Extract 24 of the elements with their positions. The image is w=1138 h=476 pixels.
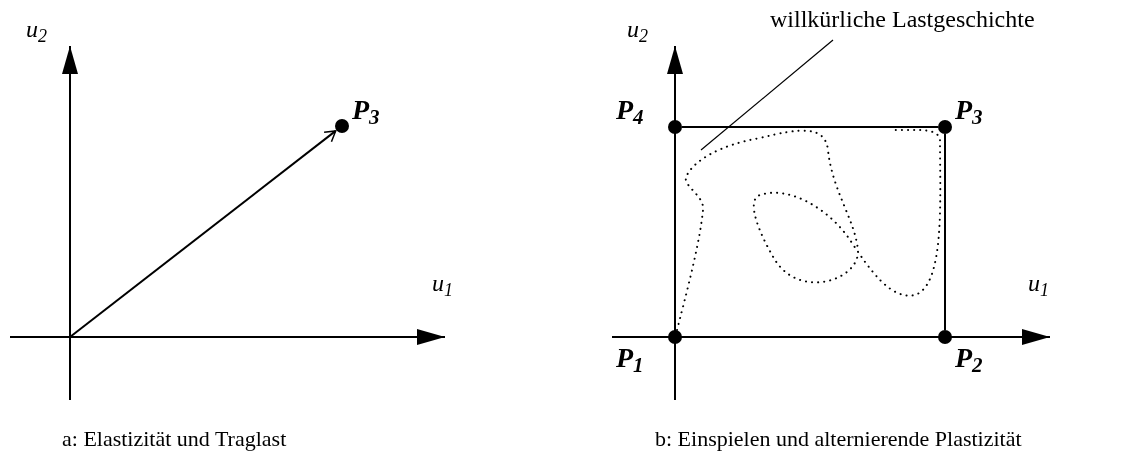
axis-label: u$_{2}$ (627, 15, 648, 44)
point-label: P$_{2}$ (955, 344, 983, 372)
line (681, 126, 939, 128)
callout-text: willkürliche Lastgeschichte (770, 5, 1035, 34)
panel-caption: b: Einspielen und alternierende Plastizität (655, 425, 1022, 453)
axis-label: u$_{1}$ (432, 269, 453, 298)
point-marker (668, 120, 682, 134)
point-label: P$_{3}$ (352, 96, 380, 124)
line (674, 133, 676, 331)
point-marker (938, 330, 952, 344)
axis-label: u$_{1}$ (1028, 269, 1049, 298)
line (681, 336, 939, 338)
point-marker (938, 120, 952, 134)
point-marker (668, 330, 682, 344)
dotted-load-path (676, 128, 942, 331)
axis-label: u$_{2}$ (26, 15, 47, 44)
line (944, 133, 946, 331)
point-label: P$_{3}$ (955, 96, 983, 124)
panel-caption: a: Elastizität und Traglast (62, 425, 287, 453)
point-label: P$_{4}$ (616, 96, 644, 124)
point-marker (335, 119, 349, 133)
arrow (69, 129, 337, 338)
leader-line (700, 39, 834, 151)
point-label: P$_{1}$ (616, 344, 644, 372)
